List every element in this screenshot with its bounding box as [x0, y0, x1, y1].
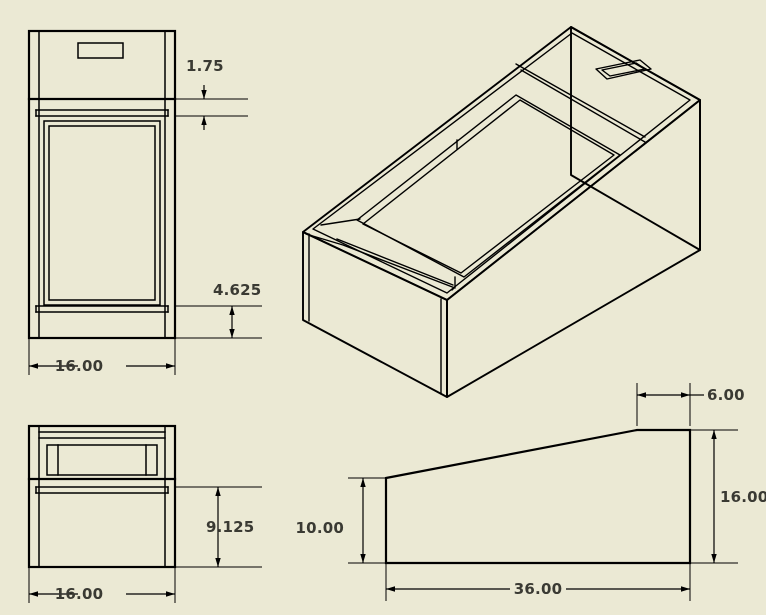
side-profile-outline: [384, 428, 692, 565]
iso-handle-slot-outer: [595, 59, 652, 80]
dim-label-side-front-height: 10.00: [296, 519, 344, 537]
iso-sloped-panel-inner: [362, 99, 615, 274]
front-panel-outer: [43, 120, 161, 306]
dim-label-side-length: 36.00: [514, 580, 562, 598]
front-panel-inner: [48, 125, 156, 301]
iso-rear-flat-seam: [515, 63, 646, 138]
dim-label-front-width: 16.00: [55, 357, 103, 375]
dim-label-side-top-flat: 6.00: [707, 386, 745, 404]
front-view: [27, 29, 177, 340]
dimension-side-length: 36.00: [385, 563, 691, 601]
dim-label-rear-body-height: 9.125: [206, 518, 254, 536]
iso-rear-flat-seam-2: [520, 69, 646, 143]
dimension-side-top-flat: 6.00: [636, 383, 745, 426]
iso-front-band-seam-a: [336, 238, 454, 286]
isometric-view: [302, 26, 701, 398]
iso-sloped-panel: [356, 94, 621, 278]
front-handle-slot: [77, 42, 124, 59]
side-profile-view: [384, 428, 692, 565]
dimension-side-rear-height: 16.00: [690, 429, 766, 564]
iso-sloped-top-face: [302, 26, 701, 301]
dimension-front-base-height: 4.625: [175, 281, 262, 339]
dim-label-front-base-height: 4.625: [213, 281, 261, 299]
iso-front-rim-band: [305, 233, 456, 289]
rear-opening-frame: [46, 444, 158, 476]
dim-label-front-top-band: 1.75: [186, 57, 224, 75]
dimension-front-width: 16.00: [28, 338, 176, 375]
iso-right-side-face: [446, 99, 701, 398]
iso-left-rail-cap: [320, 218, 361, 226]
dimension-rear-body-height: 9.125: [175, 486, 262, 568]
dim-label-rear-width: 16.00: [55, 585, 103, 603]
dimension-side-front-height: 10.00: [296, 477, 386, 564]
iso-top-rim-outer: [312, 32, 691, 294]
front-outer-body: [27, 29, 177, 340]
rear-outer-body: [27, 424, 177, 569]
dim-label-side-rear-height: 16.00: [720, 488, 766, 506]
iso-handle-slot-inner: [601, 62, 646, 77]
dimension-rear-width: 16.00: [28, 567, 176, 603]
dimension-front-top-band: 1.75: [175, 57, 248, 130]
rear-view: [27, 424, 177, 569]
